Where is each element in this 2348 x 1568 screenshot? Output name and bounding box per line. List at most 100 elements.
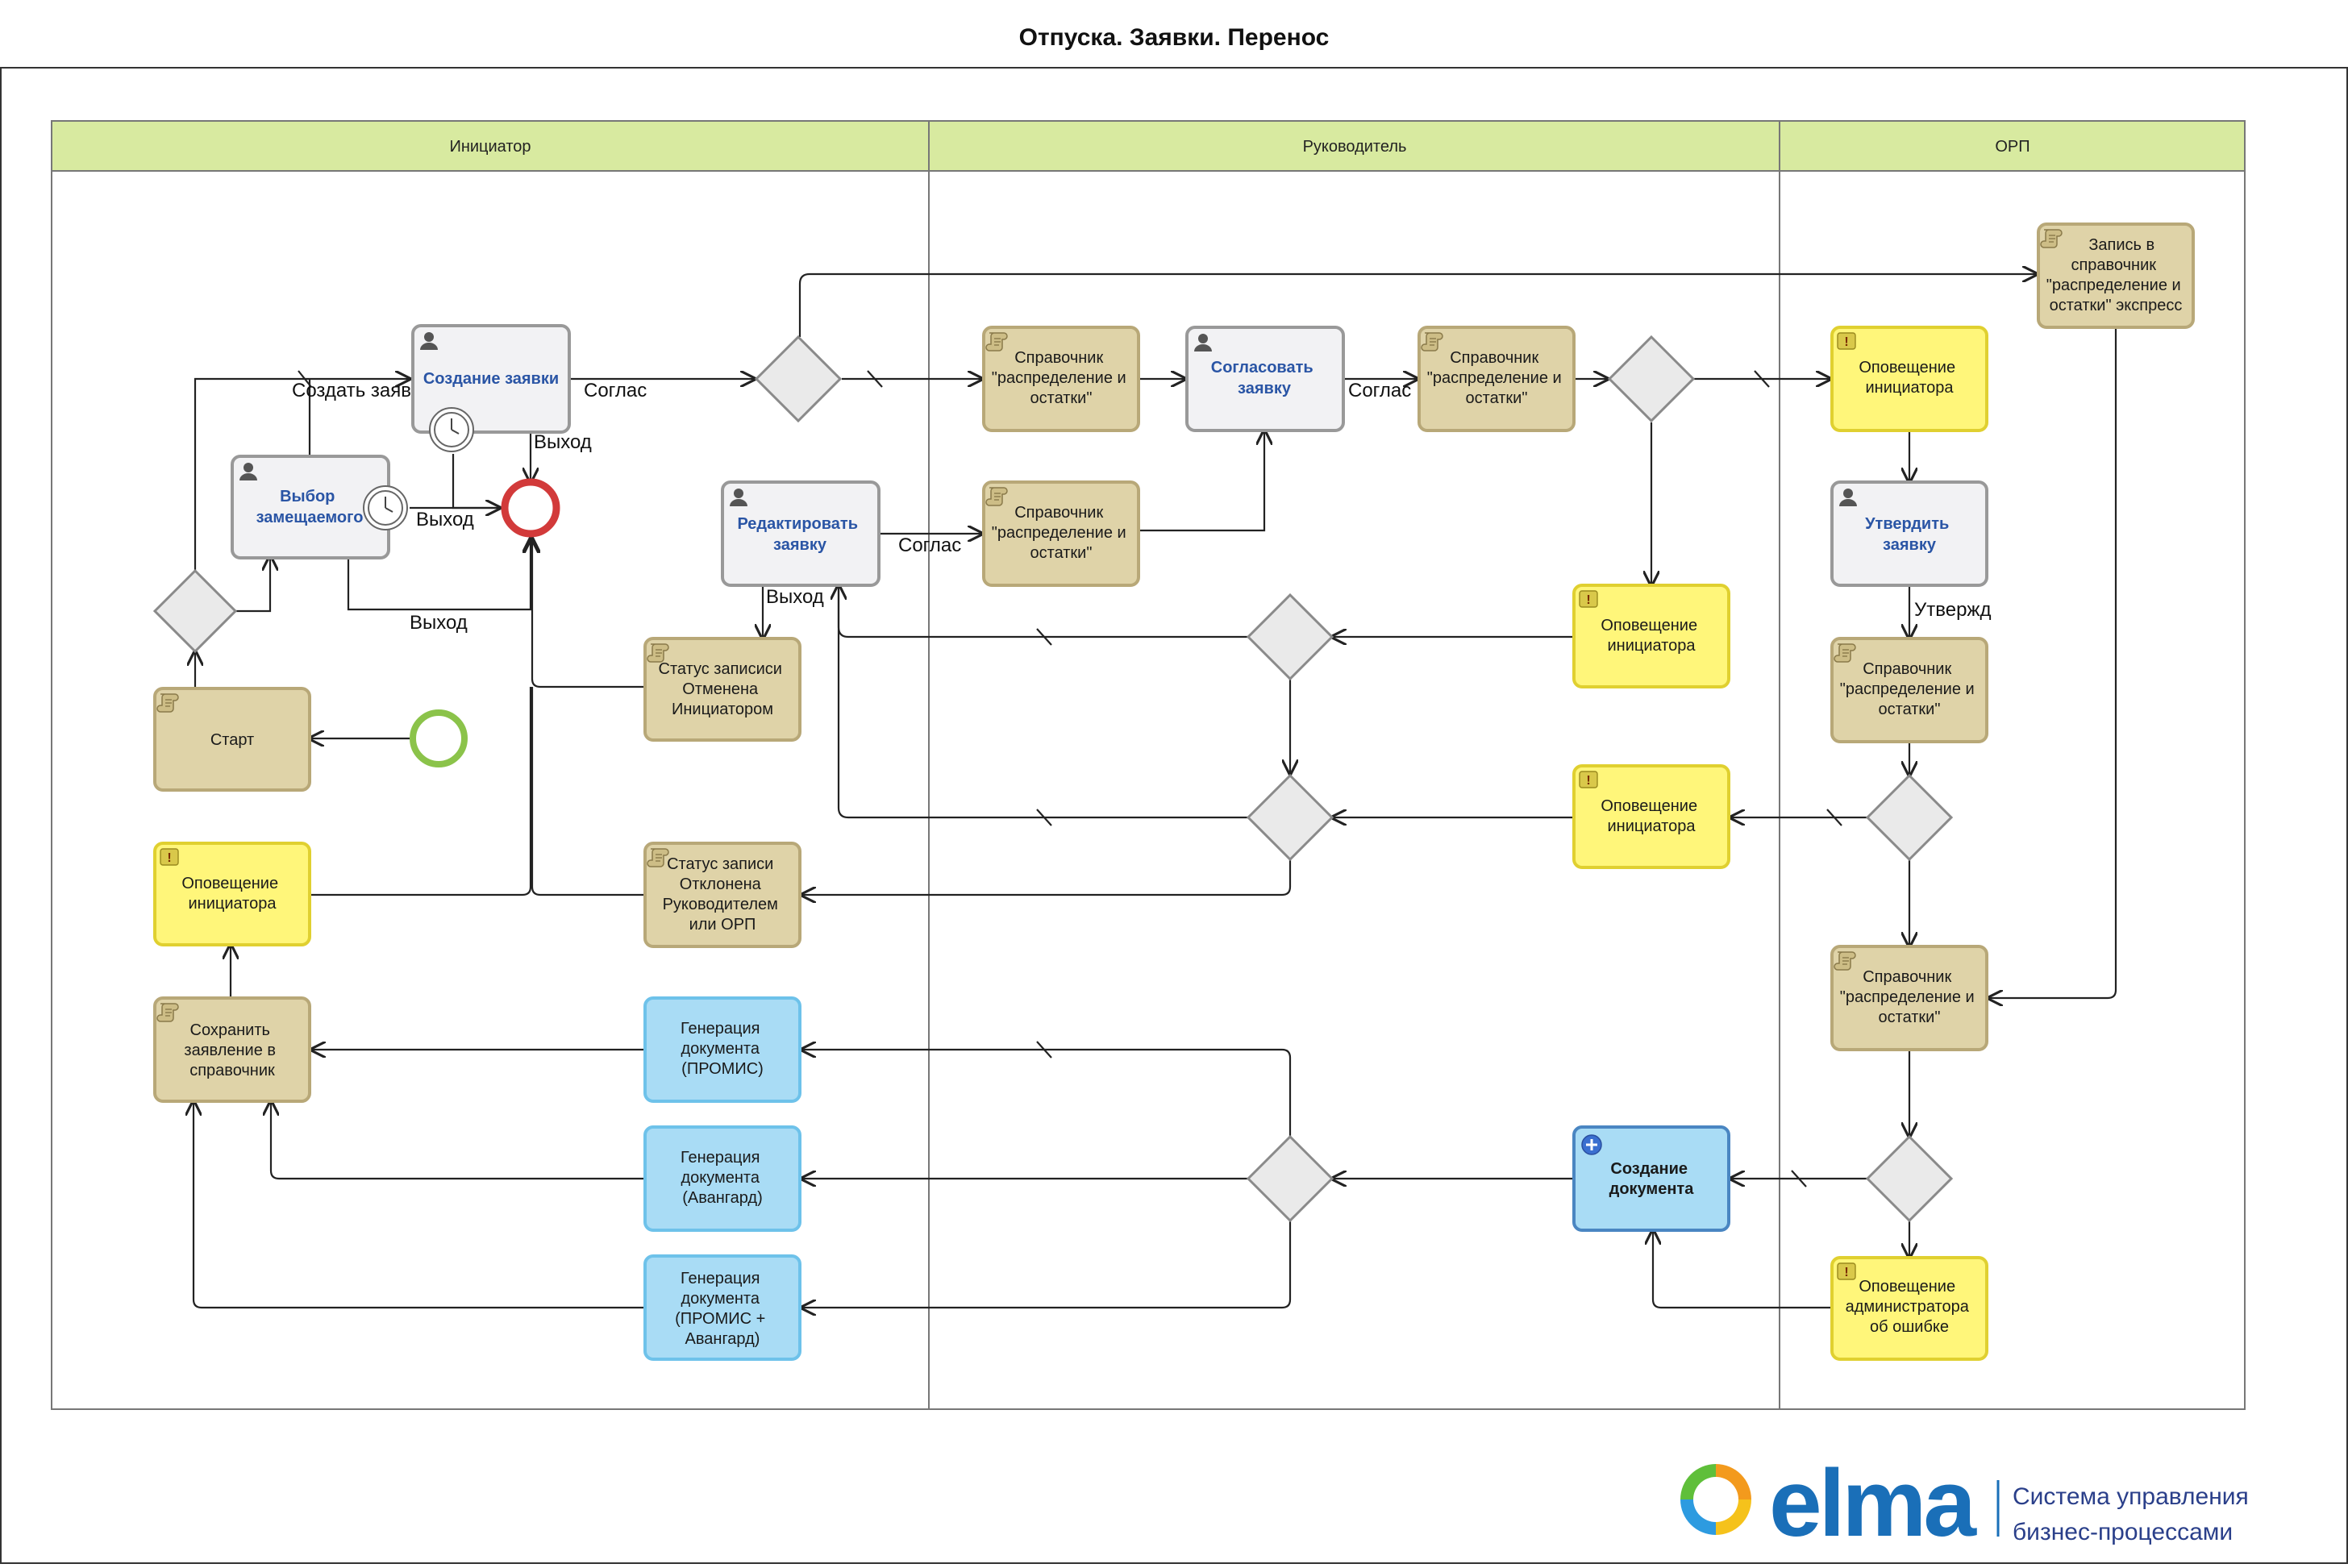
task-label-line-3: (Авангард) bbox=[682, 1189, 763, 1207]
task-label: Оповещение администратора об ошибке bbox=[1846, 1278, 1974, 1336]
task-label-line-3: остатки" bbox=[1879, 701, 1941, 718]
lane-header-initiator: Инициатор bbox=[449, 138, 531, 156]
task-status-rejected[interactable]: Статус записи Отклонена Руководителем ил… bbox=[643, 842, 801, 948]
task-create-request[interactable]: Создание заявки bbox=[411, 324, 571, 434]
sequence-flows bbox=[194, 274, 2117, 1308]
task-label: Сохранить заявление в справочник bbox=[184, 1021, 280, 1079]
gateway-doc-result[interactable] bbox=[1865, 1134, 1954, 1223]
flow-label-agree-1: Соглас bbox=[584, 380, 647, 401]
task-label: Генерация документа (ПРОМИС) bbox=[681, 1020, 764, 1078]
gateway-orp-confirm[interactable] bbox=[1865, 773, 1954, 862]
task-notify-initiator-2[interactable]: Оповещение инициатора bbox=[1572, 584, 1730, 688]
elma-wordmark: elma bbox=[1769, 1450, 1977, 1557]
task-start-script[interactable]: Старт bbox=[153, 687, 311, 792]
gateway-approval[interactable] bbox=[1607, 335, 1696, 423]
default-flow-markers bbox=[298, 370, 1842, 1187]
notification-icon bbox=[1579, 771, 1598, 788]
timer-event-create[interactable] bbox=[429, 407, 474, 452]
notification-icon bbox=[1837, 1262, 1856, 1280]
task-label-line-1: Сохранить bbox=[190, 1021, 270, 1039]
lane-header-manager: Руководитель bbox=[1303, 138, 1407, 156]
task-ref-4[interactable]: Справочник "распределение и остатки" bbox=[1830, 637, 1988, 743]
timer-event-select[interactable] bbox=[363, 485, 408, 530]
task-label-line-3: остатки" bbox=[1030, 544, 1093, 562]
task-notify-initiator-1[interactable]: Оповещение инициатора bbox=[153, 842, 311, 946]
lane-header-orp: ОРП bbox=[1995, 138, 2030, 156]
task-label: Справочник "распределение и остатки" bbox=[1840, 968, 1980, 1026]
task-label-line-3: Руководителем bbox=[663, 896, 778, 913]
gateway-start[interactable] bbox=[152, 568, 238, 654]
task-label: Справочник "распределение и остатки" bbox=[1840, 660, 1980, 718]
gateway-return-2[interactable] bbox=[1246, 773, 1334, 862]
task-label-line-2: документа bbox=[681, 1040, 760, 1058]
task-label: Оповещение инициатора bbox=[1601, 617, 1701, 655]
task-notify-initiator-4[interactable]: Оповещение инициатора bbox=[1830, 326, 1988, 432]
task-save-statement[interactable]: Сохранить заявление в справочник bbox=[153, 996, 311, 1103]
task-label-line-1: Оповещение bbox=[1859, 359, 1955, 376]
task-notify-admin[interactable]: Оповещение администратора об ошибке bbox=[1830, 1256, 1988, 1361]
task-label-line-1: Справочник bbox=[1863, 660, 1951, 678]
task-label-line-1: Оповещение bbox=[1601, 617, 1697, 634]
task-status-cancelled[interactable]: Статус записиси Отменена Инициатором bbox=[643, 637, 801, 742]
task-ref-3[interactable]: Справочник "распределение и остатки" bbox=[1418, 326, 1576, 432]
task-ref-1[interactable]: Справочник "распределение и остатки" bbox=[982, 326, 1140, 432]
task-label-line-2: документа bbox=[681, 1169, 760, 1187]
flow-label-exit-4: Выход bbox=[766, 586, 824, 608]
task-label: Создание документа bbox=[1609, 1160, 1695, 1198]
task-label-line-3: Инициатором bbox=[672, 701, 773, 718]
task-label-line-2: замещаемого bbox=[256, 509, 364, 526]
task-label: Статус записиси Отменена Инициатором bbox=[659, 660, 787, 718]
task-edit-request[interactable]: Редактировать заявку bbox=[721, 480, 880, 587]
elma-logo: elma Система управления бизнес-процессам… bbox=[1680, 1450, 2249, 1557]
task-notify-initiator-3[interactable]: Оповещение инициатора bbox=[1572, 764, 1730, 869]
task-gen-avangard[interactable]: Генерация документа (Авангард) bbox=[643, 1125, 801, 1232]
task-label-line-1: Согласовать bbox=[1211, 359, 1313, 376]
gateway-return-1[interactable] bbox=[1246, 593, 1334, 681]
task-label-line-3: (ПРОМИС + bbox=[675, 1310, 765, 1328]
flow-label-exit-2: Выход bbox=[416, 509, 474, 530]
task-label-line-1: Генерация bbox=[681, 1020, 760, 1038]
task-label-line-3: остатки" bbox=[1879, 1009, 1941, 1026]
flow-label-exit-3: Выход bbox=[410, 612, 468, 634]
gateways bbox=[152, 335, 1954, 1223]
task-label-line-1: Оповещение bbox=[181, 875, 278, 892]
task-label: Согласовать заявку bbox=[1211, 359, 1318, 397]
flow-label-agree-2: Соглас bbox=[898, 534, 961, 556]
end-event[interactable] bbox=[501, 478, 560, 538]
task-label-line-1: Статус записи bbox=[667, 855, 773, 873]
task-approve-request[interactable]: Согласовать заявку bbox=[1185, 326, 1345, 432]
page-frame bbox=[0, 67, 2348, 1564]
task-ref-2[interactable]: Справочник "распределение и остатки" bbox=[982, 480, 1140, 587]
task-gen-both[interactable]: Генерация документа (ПРОМИС + Авангард) bbox=[643, 1254, 801, 1361]
gateway-doc-type[interactable] bbox=[1246, 1134, 1334, 1223]
task-label-line-4: или ОРП bbox=[689, 916, 756, 934]
task-label-line-1: Оповещение bbox=[1601, 797, 1697, 815]
task-record-express[interactable]: Запись в справочник "распределение и ост… bbox=[2037, 223, 2195, 329]
flow-label-agree-3: Соглас bbox=[1348, 380, 1411, 401]
task-label: Генерация документа (ПРОМИС + Авангард) bbox=[675, 1270, 770, 1348]
task-label-line-2: заявление в bbox=[184, 1042, 276, 1059]
task-label-line-4: остатки" экспресс bbox=[2050, 297, 2183, 314]
task-confirm-request[interactable]: Утвердить заявку bbox=[1830, 480, 1988, 587]
task-label: Оповещение инициатора bbox=[1859, 359, 1959, 397]
task-label: Справочник "распределение и остатки" bbox=[992, 349, 1131, 407]
task-label: Выбор замещаемого bbox=[256, 488, 364, 526]
start-event[interactable] bbox=[410, 709, 468, 767]
task-gen-promis[interactable]: Генерация документа (ПРОМИС) bbox=[643, 996, 801, 1103]
task-ref-5[interactable]: Справочник "распределение и остатки" bbox=[1830, 945, 1988, 1051]
subprocess-plus-icon bbox=[1581, 1134, 1602, 1155]
task-label-line-1: Утвердить bbox=[1865, 515, 1949, 533]
task-label-line-1: Генерация bbox=[681, 1149, 760, 1167]
task-create-document[interactable]: Создание документа bbox=[1572, 1125, 1730, 1232]
task-label-line-2: "распределение и bbox=[1427, 369, 1562, 387]
task-select-substitute[interactable]: Выбор замещаемого bbox=[231, 455, 390, 559]
task-label-line-2: справочник bbox=[2071, 256, 2156, 274]
swimlane-pool: Инициатор Руководитель ОРП bbox=[51, 120, 2246, 1410]
task-label-line-2: "распределение и bbox=[1840, 988, 1975, 1006]
task-label: Генерация документа (Авангард) bbox=[681, 1149, 764, 1207]
task-label-line-2: инициатора bbox=[188, 895, 277, 913]
task-label-line-1: Справочник bbox=[1450, 349, 1538, 367]
task-label-line-1: Создание bbox=[1610, 1160, 1688, 1178]
gateway-create-split[interactable] bbox=[754, 335, 843, 423]
